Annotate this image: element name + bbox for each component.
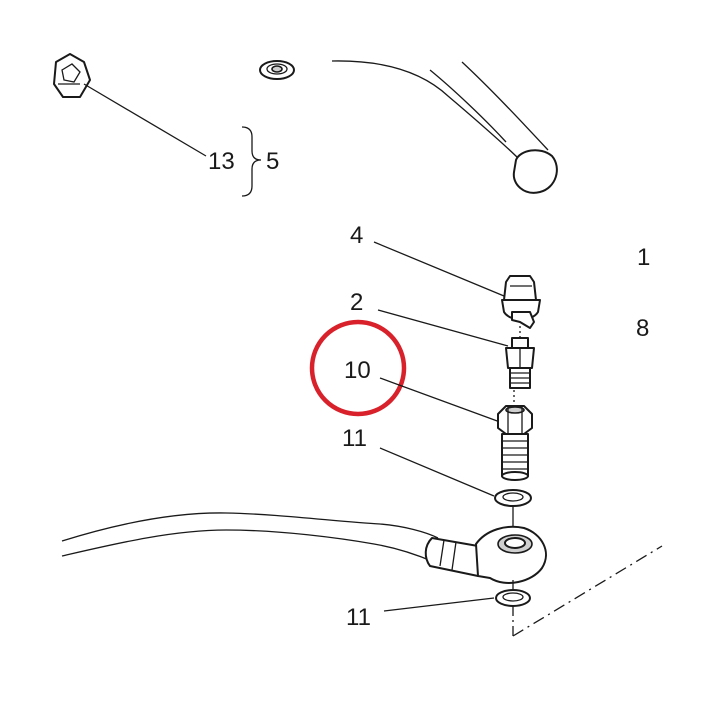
group-brace — [241, 126, 262, 197]
label-item-11-upper: 11 — [342, 425, 367, 452]
leader-line-4 — [373, 241, 505, 297]
top-washer-part — [259, 60, 295, 80]
bleed-cap-part — [501, 275, 541, 329]
label-item-8: 8 — [636, 315, 649, 342]
label-group-5: 5 — [266, 148, 279, 175]
leader-line-11-upper — [379, 447, 495, 497]
label-item-13: 13 — [208, 148, 235, 175]
brake-hose-part — [61, 512, 547, 584]
label-item-11-lower: 11 — [346, 604, 371, 631]
leader-line-10 — [379, 377, 501, 423]
leader-line-13 — [83, 83, 207, 157]
leader-line-2 — [377, 309, 509, 347]
label-item-2: 2 — [350, 289, 363, 316]
centre-line-diagonal — [512, 545, 663, 637]
crush-washer-upper — [494, 489, 532, 507]
leader-line-11-lower — [383, 597, 495, 612]
bleed-screw-part — [505, 326, 535, 389]
label-item-4: 4 — [350, 222, 363, 249]
label-item-10: 10 — [344, 357, 371, 384]
banjo-bolt-part — [497, 405, 533, 481]
lever-outline — [331, 60, 558, 194]
crush-washer-lower — [495, 589, 531, 607]
highlight-circle-item-10 — [309, 319, 407, 417]
label-item-1: 1 — [637, 244, 650, 271]
hex-nut-part — [53, 53, 91, 98]
